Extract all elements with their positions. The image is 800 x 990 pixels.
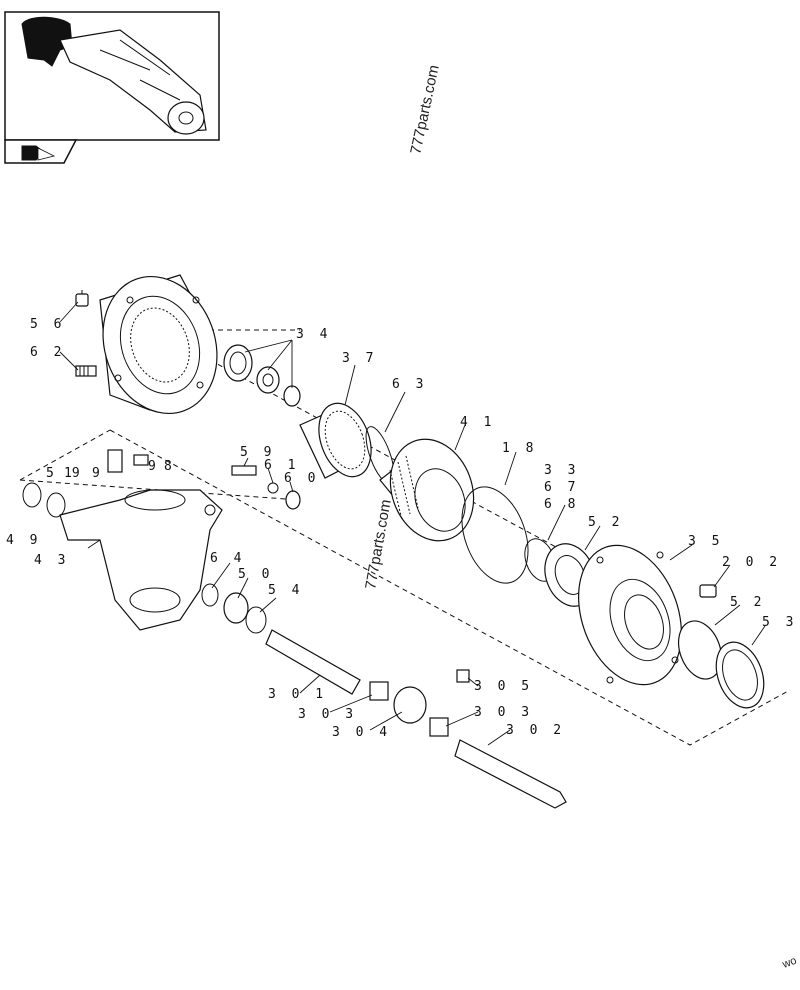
callout-34: 3 4	[296, 327, 331, 342]
callout-303-left: 3 0 3	[298, 707, 357, 722]
callout-303-right: 3 0 3	[474, 705, 533, 720]
part-9-fitting	[107, 449, 123, 473]
part-50-bushing	[223, 592, 249, 624]
callout-52-upper: 5 2	[588, 515, 623, 530]
part-8-plug	[133, 454, 149, 466]
callout-35: 3 5	[688, 534, 723, 549]
callout-33: 3 3	[544, 463, 579, 478]
callout-305: 3 0 5	[474, 679, 533, 694]
part-56-nipple	[75, 290, 89, 307]
callout-68: 6 8	[544, 497, 579, 512]
callout-50: 5 0	[238, 567, 273, 582]
part-41-disc-pack	[379, 438, 475, 542]
assembly-outline-upper	[19, 479, 301, 501]
part-43-knuckle	[59, 489, 223, 631]
callout-43: 4 3	[34, 553, 69, 568]
callout-62: 6 2	[30, 345, 65, 360]
callout-302: 3 0 2	[506, 723, 565, 738]
part-302-shaft	[454, 739, 567, 809]
part-60-bushing	[285, 490, 301, 510]
callout-19: 19	[64, 466, 80, 481]
callout-53: 5 3	[762, 615, 797, 630]
callout-56: 5 6	[30, 317, 65, 332]
watermark-text: 777parts.com	[407, 63, 443, 155]
callout-64: 6 4	[210, 551, 245, 566]
callout-41: 4 1	[460, 415, 495, 430]
callout-304: 3 0 4	[332, 725, 391, 740]
callout-37: 3 7	[342, 351, 377, 366]
locator-thumbnail	[4, 11, 220, 141]
part-305-grease-nipple	[456, 669, 470, 683]
part-34-planet-set	[223, 344, 301, 407]
part-59-bolt	[231, 465, 257, 476]
callout-9-right: 9	[148, 459, 160, 474]
callout-61: 6 1	[264, 458, 299, 473]
callout-54: 5 4	[268, 583, 303, 598]
assembly-outline	[19, 429, 791, 746]
corner-mark: wo	[780, 955, 798, 971]
part-18-o-ring	[461, 486, 529, 584]
callout-59: 5 9	[240, 445, 275, 460]
part-54-seal	[245, 606, 267, 634]
part-5-ring	[46, 492, 66, 518]
part-303-cross-a	[369, 681, 389, 701]
callout-52-lower: 5 2	[730, 595, 765, 610]
callout-301: 3 0 1	[268, 687, 327, 702]
watermark-text-secondary: 777parts.com	[362, 498, 395, 590]
callout-8: 8	[164, 459, 176, 474]
part-304-yoke	[393, 686, 427, 724]
part-49-ring	[22, 482, 42, 508]
part-ring-gear-hub	[99, 274, 218, 415]
callout-18: 1 8	[502, 441, 537, 456]
callout-60: 6 0	[284, 471, 319, 486]
part-53-seal	[715, 641, 765, 709]
part-53-seal-inner	[722, 649, 758, 701]
part-37-sleeve	[299, 402, 372, 479]
part-301-shaft	[265, 629, 361, 695]
leader-lines	[59, 301, 766, 746]
part-52-bearing-outer	[677, 620, 723, 680]
callout-63: 6 3	[392, 377, 427, 392]
part-62-screw	[75, 365, 97, 377]
callout-67: 6 7	[544, 480, 579, 495]
callout-5: 5	[46, 466, 58, 481]
part-61-washer	[267, 482, 279, 494]
part-202-bolt	[699, 584, 717, 598]
callout-49: 4 9	[6, 533, 41, 548]
navigation-tab[interactable]	[4, 139, 78, 164]
callout-9-left: 9	[92, 466, 104, 481]
part-64-seal	[201, 583, 219, 607]
part-303-cross-b	[429, 717, 449, 737]
callout-202: 2 0 2	[722, 555, 781, 570]
part-35-wheel-hub	[578, 544, 682, 686]
